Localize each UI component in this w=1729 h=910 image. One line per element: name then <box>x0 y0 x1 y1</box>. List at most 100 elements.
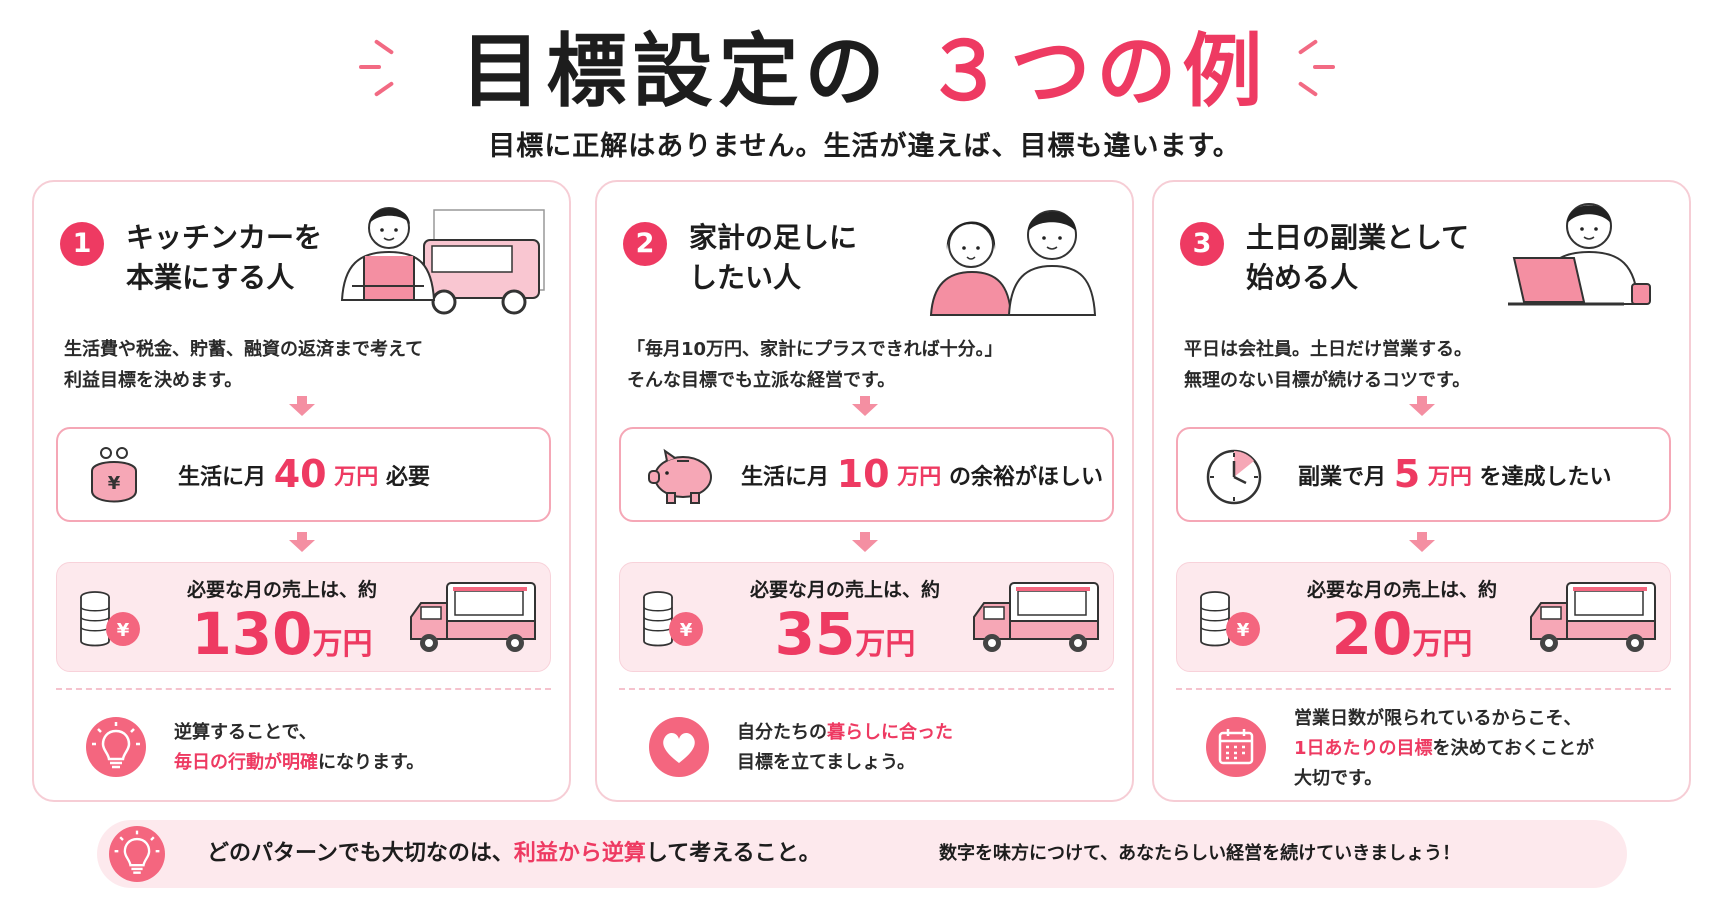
need-prefix: 生活に月 <box>178 465 267 490</box>
need-unit: 万円 <box>334 465 379 490</box>
sales-unit: 万円 <box>855 627 916 662</box>
tip-line1: 逆算することで、 <box>174 722 317 743</box>
down-arrow-icon <box>852 532 878 552</box>
tip-prefix: 自分たちの <box>737 722 827 743</box>
tip-line2: 1日あたりの目標を決めておくことが <box>1294 734 1684 764</box>
desc-line1: 「毎月10万円、家計にプラスできれば十分。」 <box>627 339 1003 360</box>
sales-unit: 万円 <box>312 627 373 662</box>
page-subtitle: 目標に正解はありません。生活が違えば、目標も違います。 <box>488 131 1241 162</box>
card-description: 平日は会社員。土日だけ営業する。 無理のない目標が続けるコツです。 <box>1184 334 1664 396</box>
tip-line2: 目標を立てましょう。 <box>737 752 916 773</box>
header: 目標設定の ３つの例 目標に正解はありません。生活が違えば、目標も違います。 <box>0 0 1729 175</box>
sales-label: 必要な月の売上は、約 <box>186 579 377 601</box>
card-title-line2: 始める人 <box>1246 261 1359 294</box>
tip-line1: 営業日数が限られているからこそ、 <box>1294 708 1582 729</box>
card-tip: 逆算することで、 毎日の行動が明確になります。 <box>174 718 564 778</box>
card-title-line2: したい人 <box>689 261 802 294</box>
card-title: 土日の副業として 始める人 <box>1246 218 1469 298</box>
sales-amount: 20万円 <box>1272 601 1532 667</box>
svg-text:¥: ¥ <box>117 620 130 641</box>
card-title-line1: 家計の足しに <box>689 221 858 254</box>
card-description: 生活費や税金、貯蓄、融資の返済まで考えて 利益目標を決めます。 <box>64 334 544 396</box>
sparkle-right-mid <box>1313 65 1335 69</box>
tip-highlight: 1日あたりの目標 <box>1294 738 1433 759</box>
sales-value: 35 <box>774 600 856 668</box>
need-value: 10 <box>836 452 890 496</box>
heart-icon <box>649 717 709 777</box>
example-card-2: 2 家計の足しに したい人 「毎月10万円、家計にプラスできれば十分。」 そんな… <box>595 180 1134 802</box>
sales-value: 20 <box>1331 600 1413 668</box>
tip-line3: 大切です。 <box>1294 768 1383 789</box>
footer-prefix: どのパターンでも大切なのは、 <box>207 841 514 866</box>
desc-line2: そんな目標でも立派な経営です。 <box>627 370 896 391</box>
tip-highlight: 毎日の行動が明確 <box>174 752 318 773</box>
sales-value: 130 <box>191 600 313 668</box>
desc-line2: 無理のない目標が続けるコツです。 <box>1184 370 1471 391</box>
need-prefix: 副業で月 <box>1298 465 1387 490</box>
living-need-box: ¥ 生活に月 40 万円 必要 <box>56 427 551 522</box>
page-title: 目標設定の ３つの例 <box>0 22 1729 122</box>
need-unit: 万円 <box>1427 465 1472 490</box>
tip-highlight: 暮らしに合った <box>827 722 953 743</box>
footer-suffix: して考えること。 <box>645 841 821 866</box>
card-number-badge: 2 <box>623 222 667 266</box>
tip-line1: 自分たちの暮らしに合った <box>737 718 1127 748</box>
sales-amount: 35万円 <box>715 601 975 667</box>
svg-text:¥: ¥ <box>1237 620 1250 641</box>
down-arrow-icon <box>852 396 878 416</box>
card-title-line1: 土日の副業として <box>1246 221 1470 254</box>
need-text: 生活に月 10 万円 の余裕がほしい <box>741 429 1103 520</box>
card-title: キッチンカーを 本業にする人 <box>126 218 322 298</box>
footer-highlight: 利益から逆算 <box>513 841 646 866</box>
need-suffix: の余裕がほしい <box>948 465 1103 490</box>
divider <box>619 688 1114 690</box>
need-prefix: 生活に月 <box>741 465 830 490</box>
food-truck-icon <box>1530 582 1656 652</box>
tip-line2: 毎日の行動が明確になります。 <box>174 748 564 778</box>
svg-text:¥: ¥ <box>108 473 121 494</box>
need-suffix: 必要 <box>385 465 430 490</box>
example-card-1: 1 キッチンカーを 本業にする人 生活費や税金、貯蓄、融資の返済まで考えて 利益… <box>32 180 571 802</box>
need-value: 40 <box>273 452 327 496</box>
lightbulb-icon <box>86 717 146 777</box>
title-accent: ３つの例 <box>924 25 1269 118</box>
desc-line1: 平日は会社員。土日だけ営業する。 <box>1184 339 1472 360</box>
divider <box>1176 688 1671 690</box>
required-sales-box: ¥ 必要な月の売上は、約 35万円 <box>619 562 1114 672</box>
side-job-goal-box: 副業で月 5 万円 を達成したい <box>1176 427 1671 522</box>
example-card-3: 3 土日の副業として 始める人 平日は会社員。土日だけ営業する。 無理のない目標… <box>1152 180 1691 802</box>
coins-yen-icon: ¥ <box>80 591 140 647</box>
chef-with-truck-illustration <box>340 207 545 315</box>
coin-purse-yen-icon: ¥ <box>91 447 137 503</box>
calendar-icon <box>1206 717 1266 777</box>
summary-footer: どのパターンでも大切なのは、利益から逆算して考えること。 数字を味方につけて、あ… <box>97 820 1627 888</box>
sales-unit: 万円 <box>1412 627 1473 662</box>
footer-main-text: どのパターンでも大切なのは、利益から逆算して考えること。 <box>207 820 821 888</box>
couple-illustration <box>929 210 1097 316</box>
card-number-badge: 1 <box>60 222 104 266</box>
down-arrow-icon <box>289 532 315 552</box>
card-title-line1: キッチンカーを <box>126 221 323 254</box>
need-suffix: を達成したい <box>1479 465 1612 490</box>
required-sales-box: ¥ 必要な月の売上は、約 130万円 <box>56 562 551 672</box>
down-arrow-icon <box>1409 532 1435 552</box>
desc-line2: 利益目標を決めます。 <box>64 370 243 391</box>
divider <box>56 688 551 690</box>
sparkle-left-mid <box>359 65 381 69</box>
food-truck-icon <box>973 582 1099 652</box>
card-title-line2: 本業にする人 <box>126 261 295 294</box>
card-tip: 自分たちの暮らしに合った 目標を立てましょう。 <box>737 718 1127 778</box>
need-unit: 万円 <box>897 465 942 490</box>
card-number-badge: 3 <box>1180 222 1224 266</box>
card-title: 家計の足しに したい人 <box>689 218 857 298</box>
sales-label: 必要な月の売上は、約 <box>1306 579 1497 601</box>
lightbulb-icon <box>109 826 165 882</box>
tip-rest: になります。 <box>318 752 425 773</box>
title-main: 目標設定の <box>460 25 891 118</box>
coins-yen-icon: ¥ <box>1200 591 1260 647</box>
food-truck-icon <box>410 582 536 652</box>
card-tip: 営業日数が限られているからこそ、 1日あたりの目標を決めておくことが 大切です。 <box>1294 704 1684 794</box>
required-sales-box: ¥ 必要な月の売上は、約 20万円 <box>1176 562 1671 672</box>
svg-text:¥: ¥ <box>680 620 693 641</box>
clock-icon <box>1206 449 1262 505</box>
